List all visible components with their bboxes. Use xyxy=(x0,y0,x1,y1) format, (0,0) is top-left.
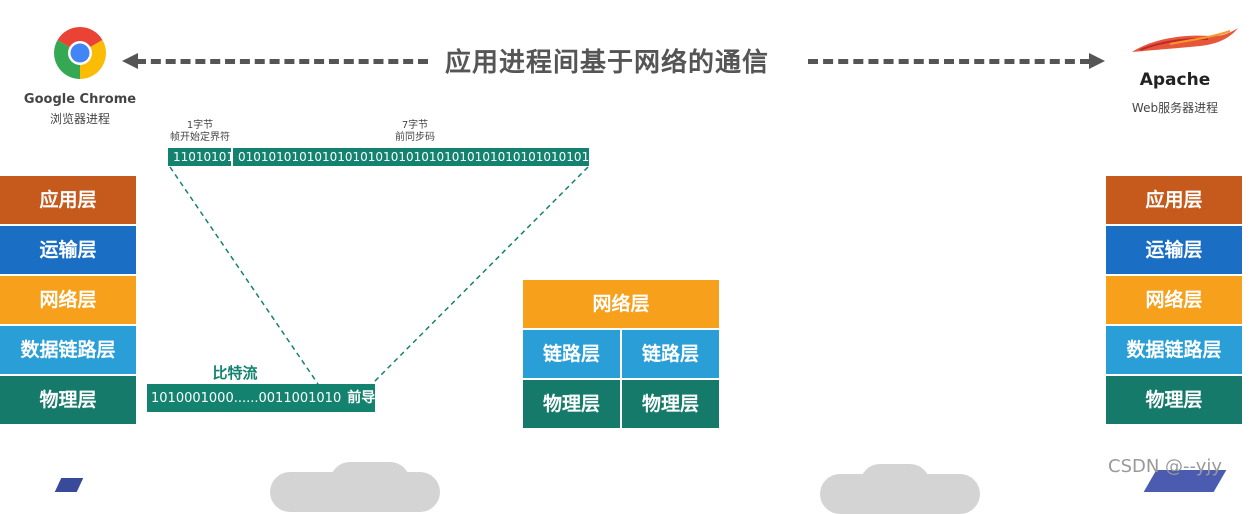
cloud-icon xyxy=(330,462,410,502)
layer-network: 网络层 xyxy=(1106,276,1242,324)
layer-physical: 物理层 xyxy=(0,376,136,424)
client-name: Google Chrome xyxy=(23,92,137,107)
dashed-arrow-right xyxy=(808,59,1090,64)
layer-physical: 物理层 xyxy=(1106,376,1242,424)
arrow-right-icon xyxy=(1089,53,1105,69)
dashed-arrow-left xyxy=(136,59,428,64)
layer-network: 网络层 xyxy=(0,276,136,324)
client-protocol-stack: 应用层 运输层 网络层 数据链路层 物理层 xyxy=(0,176,136,426)
chrome-logo-icon xyxy=(54,27,106,79)
apache-feather-icon xyxy=(1132,28,1238,52)
router-layer-link-right: 链路层 xyxy=(622,330,719,378)
bitstream-tail-label: 前导码 xyxy=(347,390,390,406)
router-layer-physical-left: 物理层 xyxy=(523,380,620,428)
watermark: CSDN @--yjy xyxy=(1108,456,1223,477)
layer-transport: 运输层 xyxy=(0,226,136,274)
server-subtitle: Web服务器进程 xyxy=(1131,101,1219,115)
sfd-bits-box: 11010101 xyxy=(168,148,231,166)
sfd-size-label: 1字节 xyxy=(186,120,214,131)
client-subtitle: 浏览器进程 xyxy=(49,112,110,126)
diagram-title: 应用进程间基于网络的通信 xyxy=(445,48,770,78)
router-layer-link-left: 链路层 xyxy=(523,330,620,378)
router-layer-network: 网络层 xyxy=(523,280,719,328)
router-layer-physical-right: 物理层 xyxy=(622,380,719,428)
layer-application: 应用层 xyxy=(0,176,136,224)
layer-transport: 运输层 xyxy=(1106,226,1242,274)
server-protocol-stack: 应用层 运输层 网络层 数据链路层 物理层 xyxy=(1106,176,1242,426)
layer-datalink: 数据链路层 xyxy=(0,326,136,374)
layer-application: 应用层 xyxy=(1106,176,1242,224)
bitstream-box: 1010001000......0011001010 前导码 xyxy=(147,384,389,412)
sfd-label: 1字节 帧开始定界符 xyxy=(170,120,230,144)
preamble-size-label: 7字节 xyxy=(401,120,429,131)
preamble-bits-box: 0101010101010101010101010101010101010101… xyxy=(233,148,589,166)
bitstream-title: 比特流 xyxy=(212,364,258,382)
preamble-name-label: 前同步码 xyxy=(395,132,435,143)
preamble-label: 7字节 前同步码 xyxy=(380,120,450,144)
server-name: Apache xyxy=(1139,70,1211,90)
arrow-left-icon xyxy=(122,53,138,69)
bitstream-bits: 1010001000......0011001010 xyxy=(151,391,342,406)
layer-datalink: 数据链路层 xyxy=(1106,326,1242,374)
sfd-name-label: 帧开始定界符 xyxy=(170,132,230,143)
frame-expansion-lines xyxy=(169,166,589,385)
cloud-icon xyxy=(860,464,930,504)
router-protocol-stack: 网络层 链路层 链路层 物理层 物理层 xyxy=(523,280,719,430)
